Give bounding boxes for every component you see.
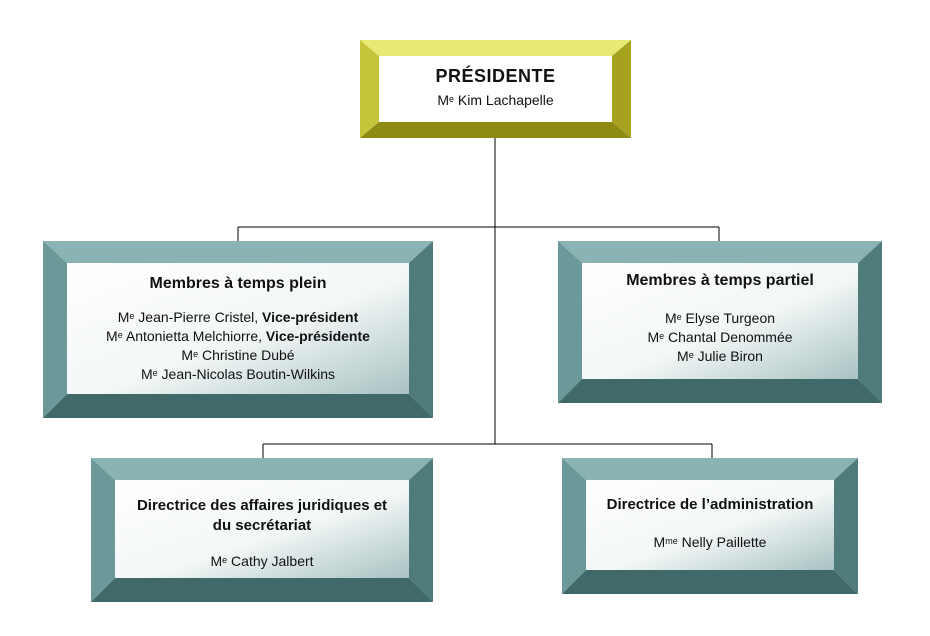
- bevel-top: [562, 458, 858, 480]
- full-time-members-box: Membres à temps plein Me Jean-Pierre Cri…: [43, 241, 433, 418]
- bevel-face: [67, 263, 409, 394]
- member-christine-dube: Me Christine Dubé: [181, 347, 295, 363]
- bevel-top: [91, 458, 433, 480]
- legal-bevel: [91, 458, 433, 602]
- bevel-face: [115, 480, 409, 578]
- bevel-left: [558, 241, 582, 403]
- admin-director-name: Mme Nelly Paillette: [653, 534, 767, 550]
- member-elyse-turgeon: Me Elyse Turgeon: [664, 310, 776, 326]
- bevel-bottom: [558, 379, 882, 403]
- bevel-right: [409, 458, 433, 602]
- bevel-left: [43, 241, 67, 418]
- bevel-left: [360, 40, 379, 138]
- full-time-title: Membres à temps plein: [149, 275, 327, 292]
- bevel-right: [834, 458, 858, 594]
- part-time-bevel: [558, 241, 882, 403]
- admin-director-box: Directrice de l’administration Mme Nelly…: [562, 458, 858, 594]
- member-chantal-denommee: Me Chantal Denommée: [647, 329, 793, 345]
- bevel-right: [858, 241, 882, 403]
- legal-title-line2: du secrétariat: [212, 517, 312, 534]
- member-jean-pierre-cristel: Me Jean-Pierre Cristel, Vice-président: [117, 309, 359, 325]
- bevel-bottom: [562, 570, 858, 594]
- bevel-bottom: [360, 122, 631, 138]
- part-time-members-box: Membres à temps partiel Me Elyse Turgeon…: [558, 241, 882, 403]
- bevel-right: [409, 241, 433, 418]
- bevel-left: [562, 458, 586, 594]
- legal-director-name: Me Cathy Jalbert: [210, 553, 314, 569]
- bevel-face: [586, 480, 834, 570]
- member-antonietta-melchiorre: Me Antonietta Melchiorre, Vice-président…: [106, 328, 370, 344]
- admin-title: Directrice de l’administration: [606, 496, 814, 513]
- president-box: PRÉSIDENTE Me Kim Lachapelle: [360, 40, 631, 138]
- president-name: Me Kim Lachapelle: [437, 92, 554, 108]
- bevel-face: [379, 56, 612, 122]
- part-time-title: Membres à temps partiel: [626, 272, 814, 289]
- president-bevel: [360, 40, 631, 138]
- bevel-left: [91, 458, 115, 602]
- bevel-right: [612, 40, 631, 138]
- bevel-bottom: [43, 394, 433, 418]
- legal-director-box: Directrice des affaires juridiques et du…: [91, 458, 433, 602]
- full-time-bevel: [43, 241, 433, 418]
- admin-bevel: [562, 458, 858, 594]
- president-title: PRÉSIDENTE: [435, 66, 556, 86]
- member-jean-nicolas-boutin-wilkins: Me Jean-Nicolas Boutin-Wilkins: [140, 366, 336, 382]
- bevel-top: [558, 241, 882, 263]
- bevel-top: [360, 40, 631, 56]
- bevel-top: [43, 241, 433, 263]
- member-julie-biron: Me Julie Biron: [677, 348, 763, 364]
- bevel-bottom: [91, 578, 433, 602]
- bevel-face: [582, 263, 858, 379]
- legal-title-line1: Directrice des affaires juridiques et: [136, 497, 388, 514]
